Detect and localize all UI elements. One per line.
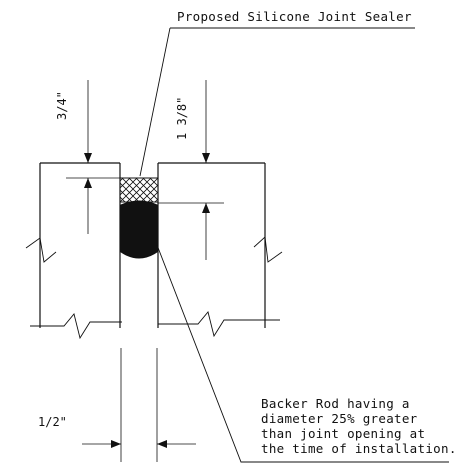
backer-rod-leader-line [156,244,449,463]
left-depth-label: 3/4" [55,91,69,120]
svg-text:diameter 25% greater: diameter 25% greater [261,411,418,426]
svg-text:Backer Rod having a: Backer Rod having a [261,396,410,411]
backer-rod [120,200,158,259]
right-slab [157,162,283,328]
right-depth-dimension [158,80,224,260]
silicone-joint-sealer [119,177,159,203]
svg-text:than joint opening at: than joint opening at [261,426,425,441]
bottom-break-line [30,311,280,340]
sealer-leader-line [139,27,415,177]
right-depth-label: 1 3/8" [175,97,189,140]
svg-text:the time of installation.: the time of installation. [261,441,457,456]
sealer-label: Proposed Silicone Joint Sealer [177,9,412,24]
joint-width-label: 1/2" [38,415,67,429]
left-slab [25,162,121,328]
backer-rod-label: Backer Rod having a diameter 25% greater… [261,396,457,456]
left-depth-dimension [66,80,120,234]
joint-width-dimension [82,348,196,462]
